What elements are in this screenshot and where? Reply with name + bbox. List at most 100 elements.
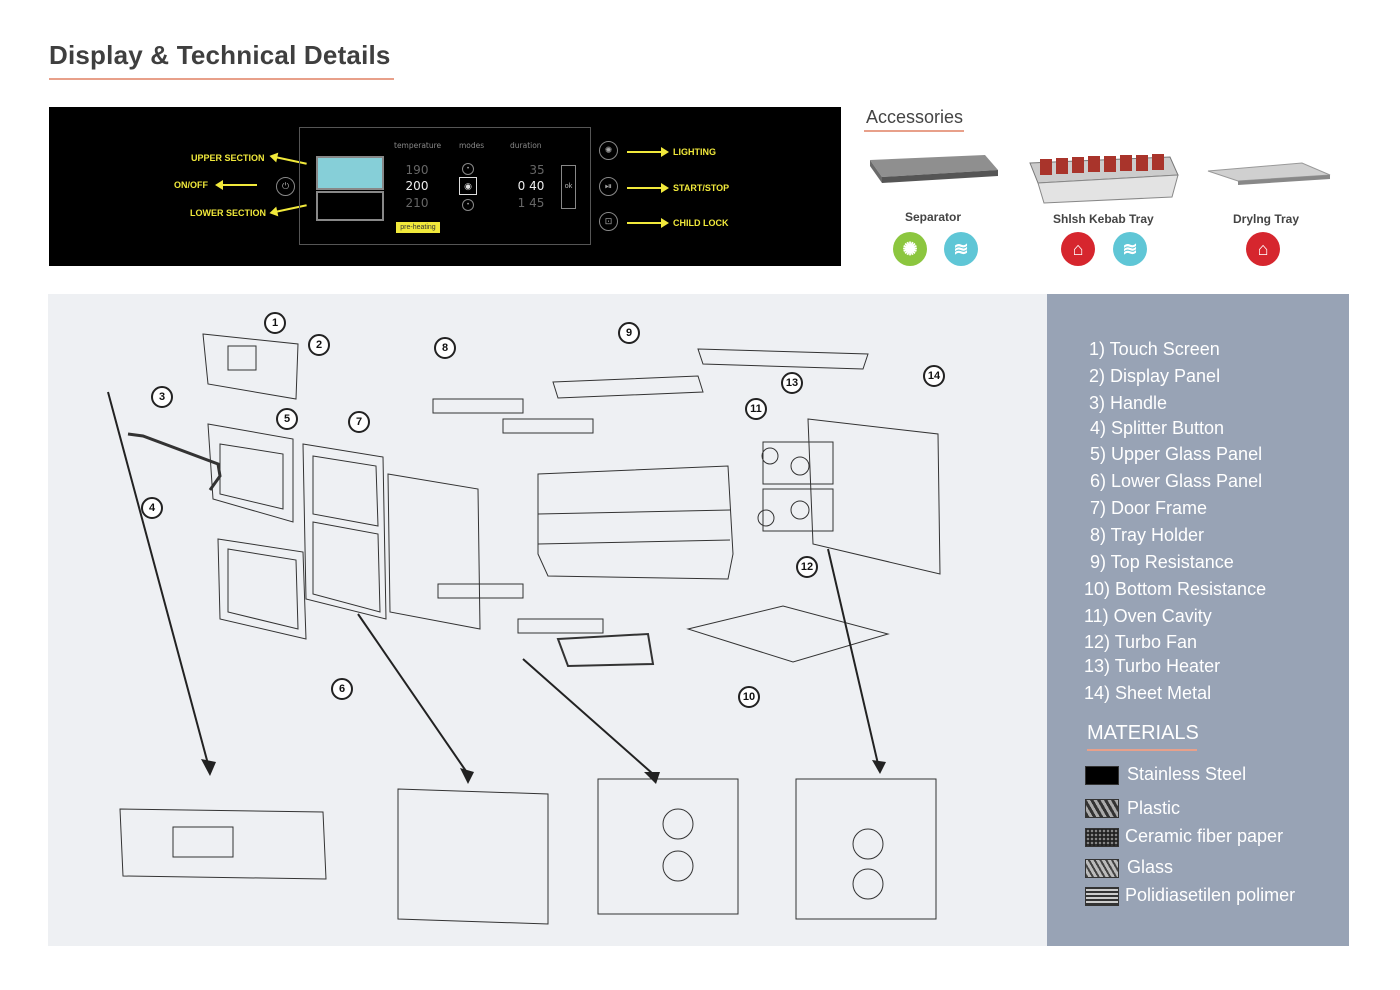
drying-tray-label: Drylng Tray — [1233, 212, 1300, 226]
upper-cavity-render — [597, 778, 739, 915]
turbo-fan-part — [762, 488, 834, 532]
accessory-images — [870, 154, 1331, 204]
part-9: 9) Top Resistance — [1090, 552, 1234, 572]
lighting-label: LIGHTING — [673, 147, 716, 157]
callout-6: 6 — [331, 678, 353, 700]
arrow-child-lock — [627, 218, 669, 228]
house-icon: ⌂ — [1061, 232, 1095, 266]
duration-header: duration — [510, 141, 542, 150]
callout-11: 11 — [745, 398, 767, 420]
part-10: 10) Bottom Resistance — [1084, 579, 1267, 599]
upper-section-label: UPPER SECTION — [191, 153, 265, 163]
callout-12: 12 — [796, 556, 818, 578]
arrow-lighting — [627, 147, 669, 157]
child-lock-label: CHILD LOCK — [673, 218, 729, 228]
upper-section-button[interactable] — [316, 156, 384, 190]
part-1: 1) Touch Screen — [1089, 339, 1220, 359]
part-14: 14) Sheet Metal — [1084, 683, 1212, 703]
start-stop-icon[interactable]: ⏯ — [599, 177, 618, 196]
accessories-underline — [864, 130, 964, 132]
part-12: 12) Turbo Fan — [1084, 632, 1198, 652]
upper-glass-part — [207, 423, 294, 523]
shish-kebab-tray-image — [1029, 154, 1179, 204]
handle-part — [127, 432, 222, 491]
power-icon[interactable]: ⏻ — [276, 177, 295, 196]
part-7: 7) Door Frame — [1090, 498, 1208, 518]
front-panel-render — [119, 808, 327, 880]
house-icon: ⌂ — [1246, 232, 1280, 266]
callout-1: 1 — [264, 312, 286, 334]
ok-button[interactable]: ok — [561, 165, 576, 209]
display-frame — [299, 127, 591, 245]
title-underline — [49, 78, 394, 80]
control-panel: UPPER SECTION ON/OFF LOWER SECTION ⏻ tem… — [49, 107, 841, 266]
part-4: 4) Splitter Button — [1090, 418, 1225, 438]
on-off-label: ON/OFF — [174, 180, 208, 190]
lightbulb-icon: ✺ — [893, 232, 927, 266]
display-panel-part — [202, 333, 299, 400]
arrowheads — [201, 759, 886, 784]
callout-9: 9 — [618, 322, 640, 344]
start-stop-label: START/STOP — [673, 183, 730, 193]
diagram-drawing — [107, 333, 941, 925]
part-2: 2) Display Panel — [1089, 366, 1221, 386]
mode-current-icon[interactable]: ◉ — [459, 177, 477, 195]
oven-cavity-part — [537, 465, 734, 580]
part-8: 8) Tray Holder — [1090, 525, 1205, 545]
material-glass: Glass — [1127, 857, 1174, 877]
sheet-metal-part — [807, 418, 941, 575]
lower-section-button[interactable] — [316, 191, 384, 221]
page-title: Display & Technical Details — [49, 40, 391, 70]
temp-value-next[interactable]: 210 — [405, 196, 429, 210]
stainless-steel-swatch — [1085, 766, 1119, 785]
glass-swatch — [1085, 859, 1119, 878]
part-6: 6) Lower Glass Panel — [1090, 471, 1263, 491]
arrow-on-off — [215, 180, 257, 190]
exploded-diagram: 1 2 3 4 5 6 7 8 9 10 11 12 13 14 — [48, 294, 1047, 946]
temp-value-prev[interactable]: 190 — [405, 163, 429, 177]
separator-tray-image — [870, 155, 998, 183]
callout-5: 5 — [276, 408, 298, 430]
drying-tray-image — [1207, 162, 1331, 185]
part-11: 11) Oven Cavity — [1084, 606, 1212, 626]
top-resistance-part — [552, 375, 704, 399]
bottom-resistance-part — [556, 632, 655, 668]
part-3: 3) Handle — [1089, 393, 1168, 413]
lightbulb-icon[interactable]: ✺ — [599, 141, 618, 160]
dish-wash-icon: ≋ — [944, 232, 978, 266]
lower-glass-part — [217, 538, 307, 640]
side-panel-part — [387, 473, 481, 630]
materials-title: MATERIALS — [1087, 722, 1199, 744]
preheating-indicator: pre-heating — [396, 222, 440, 233]
part-5: 5) Upper Glass Panel — [1090, 444, 1263, 464]
door-open-render — [397, 788, 549, 925]
separator-label: Separator — [905, 210, 962, 224]
mode-next-icon[interactable]: • — [462, 199, 474, 211]
temp-value-current[interactable]: 200 — [405, 179, 429, 193]
plastic-swatch — [1085, 799, 1119, 818]
materials-underline — [1087, 749, 1197, 751]
lower-section-label: LOWER SECTION — [190, 208, 266, 218]
temperature-header: temperature — [394, 141, 442, 150]
duration-value-current[interactable]: 0 40 — [517, 179, 545, 193]
shish-kebab-tray-label: Shlsh Kebab Tray — [1053, 212, 1154, 226]
material-plastic: Plastic — [1127, 798, 1181, 818]
dish-wash-icon: ≋ — [1113, 232, 1147, 266]
callout-10: 10 — [738, 686, 760, 708]
tray-holder-part — [432, 398, 524, 414]
callout-8: 8 — [434, 337, 456, 359]
arrow-start-stop — [627, 183, 669, 193]
duration-value-prev[interactable]: 35 — [529, 163, 545, 177]
callout-7: 7 — [348, 411, 370, 433]
modes-header: modes — [459, 141, 485, 150]
mode-prev-icon[interactable]: • — [462, 163, 474, 175]
material-polidiasetilen-polimer: Polidiasetilen polimer — [1125, 885, 1296, 905]
parts-legend: 1) Touch Screen 2) Display Panel 3) Hand… — [1047, 294, 1349, 946]
part-13: 13) Turbo Heater — [1084, 656, 1221, 676]
lock-icon[interactable]: ⊡ — [599, 212, 618, 231]
callout-13: 13 — [781, 372, 803, 394]
lower-cavity-render — [795, 778, 937, 920]
ceramic-fiber-swatch — [1085, 828, 1119, 847]
duration-value-next[interactable]: 1 45 — [517, 196, 545, 210]
material-stainless-steel: Stainless Steel — [1127, 764, 1247, 784]
